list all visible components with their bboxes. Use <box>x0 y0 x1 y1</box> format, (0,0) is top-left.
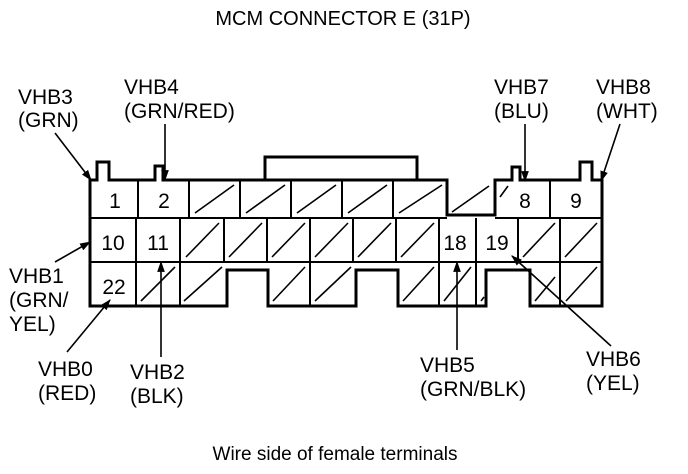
unused-cavity-hatching <box>140 184 598 302</box>
pin-9: 9 <box>570 190 582 213</box>
terminal-grid <box>90 180 602 306</box>
label-vhb3-name: VHB3 <box>18 86 73 109</box>
label-vhb8-name: VHB8 <box>596 76 651 99</box>
label-vhb5-color: (GRN/BLK) <box>420 378 526 401</box>
connector-housing <box>88 160 604 308</box>
label-vhb2-color: (BLK) <box>130 385 184 408</box>
label-vhb2-name: VHB2 <box>130 361 185 384</box>
pin-1: 1 <box>109 190 121 213</box>
pin-10: 10 <box>101 232 124 255</box>
connector-latch <box>263 155 419 180</box>
arrow-vhb3 <box>54 132 92 181</box>
pin-8: 8 <box>519 190 531 213</box>
pin-2: 2 <box>158 190 170 213</box>
pin-18: 18 <box>443 232 466 255</box>
label-vhb4-name: VHB4 <box>124 76 179 99</box>
label-vhb3: VHB3 (GRN) <box>18 86 79 132</box>
label-vhb2: VHB2 (BLK) <box>130 361 185 408</box>
label-vhb6-name: VHB6 <box>586 348 641 371</box>
label-vhb1-name: VHB1 <box>9 265 64 288</box>
label-vhb7: VHB7 (BLU) <box>494 76 549 123</box>
diagram-caption: Wire side of female terminals <box>213 444 458 465</box>
label-vhb7-color: (BLU) <box>494 100 549 123</box>
arrow-vhb1 <box>54 241 91 263</box>
label-vhb0-color: (RED) <box>38 382 96 405</box>
label-vhb4-color: (GRN/RED) <box>124 100 235 123</box>
diagram-title: MCM CONNECTOR E (31P) <box>215 8 470 30</box>
label-vhb4: VHB4 (GRN/RED) <box>124 76 235 123</box>
label-vhb5-name: VHB5 <box>420 354 475 377</box>
label-vhb6: VHB6 (YEL) <box>586 348 641 395</box>
pin-11: 11 <box>147 232 169 255</box>
label-vhb1-color-line2: YEL) <box>9 313 56 336</box>
pin-19: 19 <box>485 232 508 255</box>
label-vhb8-color: (WHT) <box>596 100 658 123</box>
label-vhb6-color: (YEL) <box>586 372 640 395</box>
arrow-vhb6 <box>511 255 612 347</box>
label-vhb5: VHB5 (GRN/BLK) <box>420 354 526 401</box>
label-vhb0-name: VHB0 <box>38 358 93 381</box>
label-vhb0: VHB0 (RED) <box>38 358 96 405</box>
arrow-vhb0 <box>66 299 111 353</box>
label-vhb7-name: VHB7 <box>494 76 549 99</box>
leader-arrows <box>54 123 621 357</box>
label-vhb3-color: (GRN) <box>18 109 79 132</box>
pin-22: 22 <box>102 276 125 299</box>
arrow-vhb8 <box>600 123 621 183</box>
label-vhb1-color-line1: (GRN/ <box>9 289 69 312</box>
label-vhb1: VHB1 (GRN/ YEL) <box>9 265 69 336</box>
label-vhb8: VHB8 (WHT) <box>596 76 658 123</box>
